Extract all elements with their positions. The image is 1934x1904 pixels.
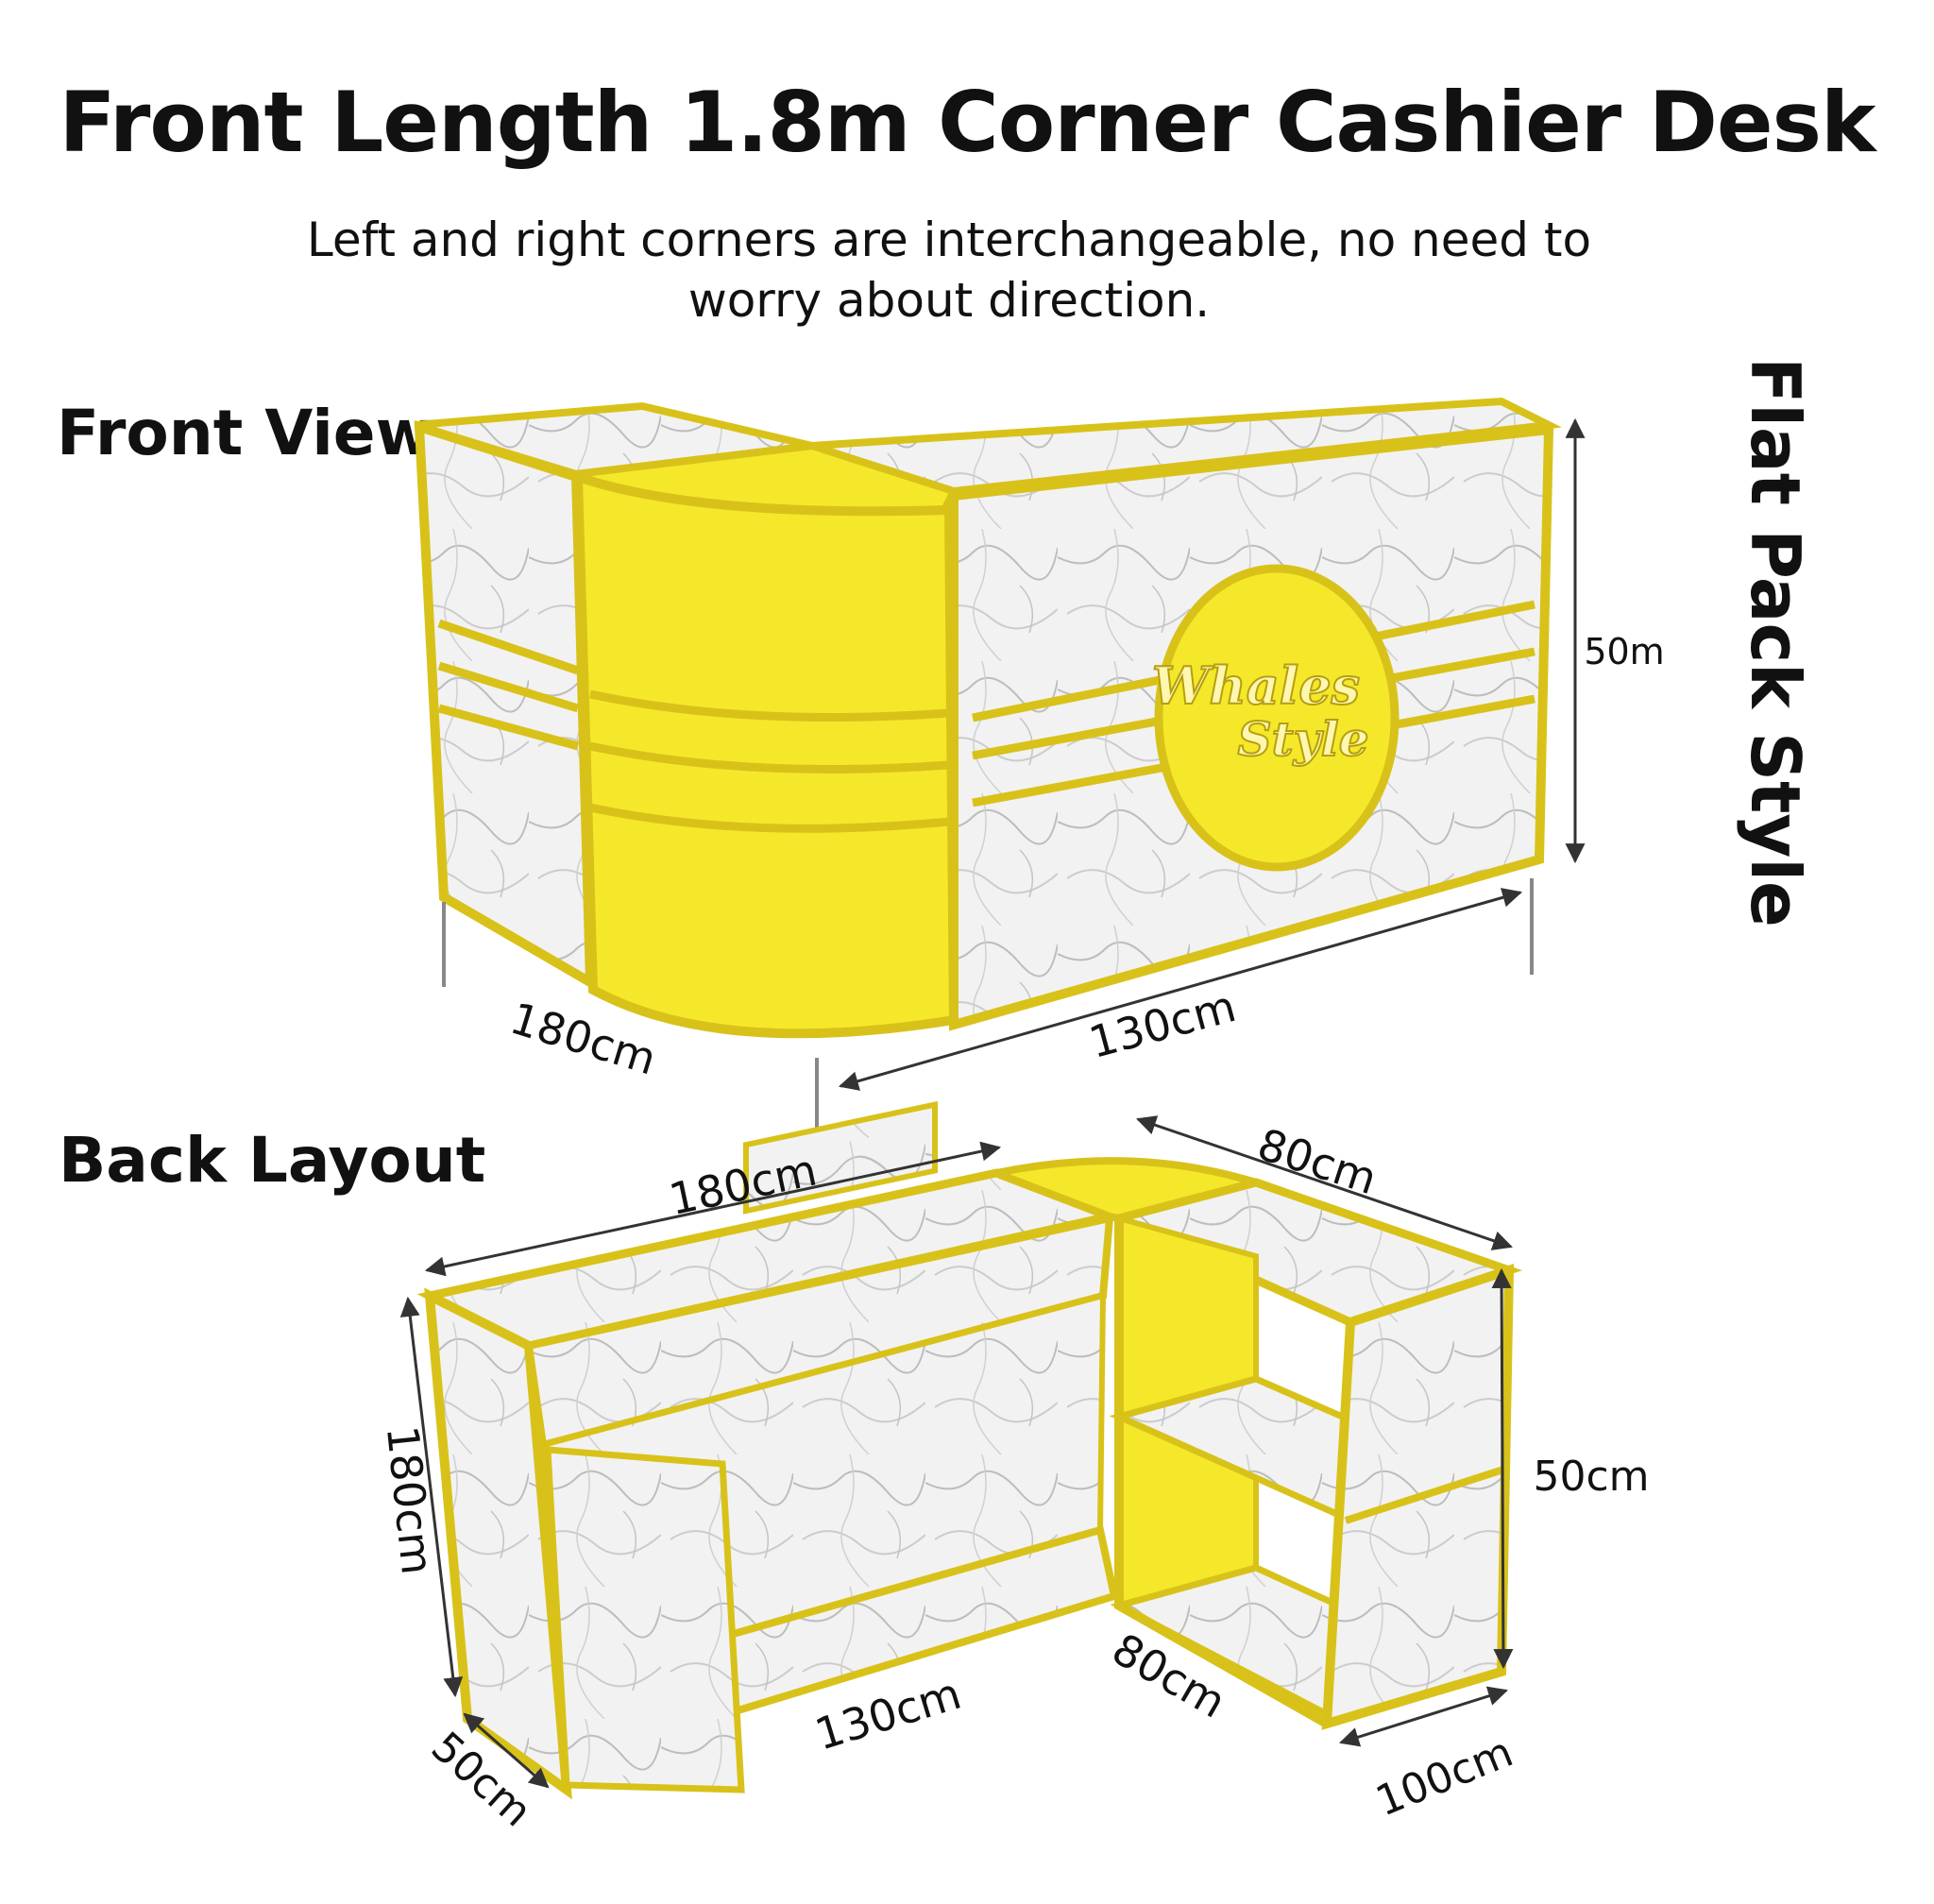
front-view-label: Front View [57, 397, 433, 469]
front-dim-height: 50m [1584, 631, 1664, 672]
back-left-height-arrow [399, 1296, 464, 1698]
back-open-door [544, 1446, 745, 1794]
back-dim-right-height: 50cm [1533, 1453, 1649, 1501]
back-right-height-arrow [1491, 1267, 1514, 1670]
back-dim-left-height: 180cm [377, 1423, 443, 1577]
page-subtitle: Left and right corners are interchangeab… [306, 212, 1592, 328]
back-right-width-arrow [1338, 1686, 1509, 1747]
front-view-drawing: Whales Style 180cm 130cm 50m [414, 397, 1665, 1157]
back-top-length-arrow [424, 1141, 1002, 1277]
back-top-depth-arrow [1136, 1115, 1513, 1250]
back-layout-drawing: 180cm 80cm 180cm 50cm 50cm 130cm 80cm 10… [377, 1100, 1650, 1836]
back-left-depth-arrow [463, 1712, 550, 1789]
logo-text-1: Whales [1152, 655, 1360, 716]
back-layout-label: Back Layout [59, 1124, 486, 1197]
front-length-arrow [838, 888, 1523, 1091]
logo-text-2: Style [1237, 711, 1368, 767]
back-dim-right-width: 100cm [1369, 1728, 1519, 1827]
page-title: Front Length 1.8m Corner Cashier Desk [59, 74, 1876, 171]
logo-circle [1154, 564, 1400, 872]
